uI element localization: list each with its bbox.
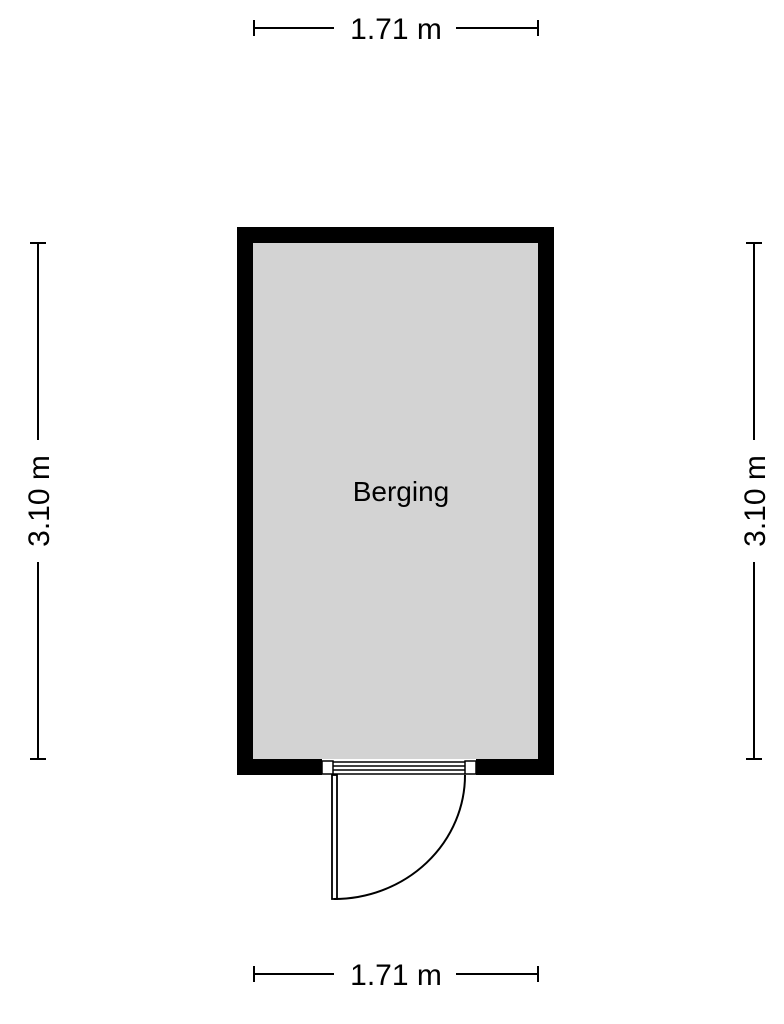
dimension-top: 1.71 m bbox=[253, 13, 539, 46]
door-leaf bbox=[331, 774, 338, 900]
room-label: Berging bbox=[353, 476, 450, 507]
dimension-right: 3.10 m bbox=[739, 242, 772, 760]
door-swing bbox=[331, 774, 466, 900]
dimension-bottom: 1.71 m bbox=[253, 959, 539, 992]
dimension-right-label: 3.10 m bbox=[739, 455, 772, 547]
door-opening bbox=[321, 759, 477, 775]
dimension-left: 3.10 m bbox=[23, 242, 56, 760]
room-floor bbox=[253, 243, 538, 759]
dimension-bottom-label: 1.71 m bbox=[350, 959, 442, 992]
door-swing-arc bbox=[333, 774, 466, 900]
dimension-top-label: 1.71 m bbox=[350, 13, 442, 46]
dimension-left-label: 3.10 m bbox=[23, 455, 56, 547]
